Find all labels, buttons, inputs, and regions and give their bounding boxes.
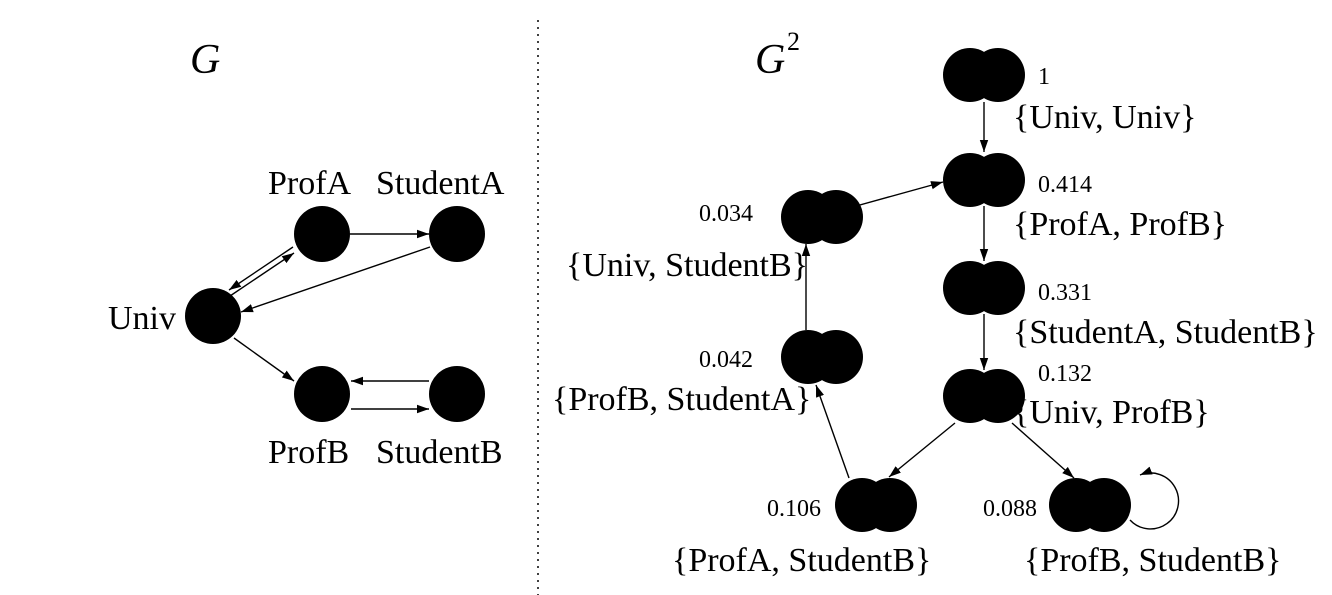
label-univ-studentb: {Univ, StudentB} [566, 247, 808, 284]
label-univ: Univ [108, 300, 176, 337]
label-profa-studentb: {ProfA, StudentB} [672, 542, 931, 579]
node-profa [294, 206, 350, 262]
label-profb: ProfB [268, 434, 349, 471]
edge-univprofb-profastudentb [888, 422, 956, 478]
score-univ-profb: 0.132 [1038, 361, 1092, 387]
right-graph-title: G [755, 37, 785, 83]
edge-univ-profb [233, 337, 295, 382]
node-profb-studentb [1049, 478, 1131, 532]
node-univ-univ [943, 48, 1025, 102]
node-profa-profb [943, 153, 1025, 207]
score-studenta-studentb: 0.331 [1038, 280, 1092, 306]
node-profb [294, 366, 350, 422]
score-profb-studenta: 0.042 [699, 347, 753, 373]
score-univ-studentb: 0.034 [699, 201, 753, 227]
left-graph-title: G [190, 37, 220, 83]
node-studenta-studentb [943, 261, 1025, 315]
label-studenta-studentb: {StudentA, StudentB} [1013, 314, 1318, 351]
node-profa-studentb [835, 478, 917, 532]
label-profa-profb: {ProfA, ProfB} [1013, 206, 1227, 243]
label-profb-studenta: {ProfB, StudentA} [552, 381, 811, 418]
score-profb-studentb: 0.088 [983, 496, 1037, 522]
label-profb-studentb: {ProfB, StudentB} [1024, 542, 1281, 579]
left-graph-edges [228, 229, 431, 414]
score-profa-profb: 0.414 [1038, 172, 1092, 198]
node-studentb [429, 366, 485, 422]
score-univ-univ: 1 [1038, 64, 1050, 90]
node-univ-profb [943, 369, 1025, 423]
edge-profastudentb-profbstudenta [815, 384, 850, 479]
label-studentb: StudentB [376, 434, 503, 471]
node-univ [185, 288, 241, 344]
edge-univprofb-profbstudentb [1011, 422, 1075, 479]
node-univ-studentb [781, 190, 863, 244]
node-studenta [429, 206, 485, 262]
right-graph-edges [801, 102, 1180, 530]
edge-studenta-univ [240, 246, 431, 313]
label-studenta: StudentA [376, 165, 505, 202]
edge-univ-profa [229, 252, 295, 297]
edge-profbstudentb-selfloop [1129, 466, 1180, 530]
label-univ-univ: {Univ, Univ} [1013, 99, 1196, 136]
edge-univstudentb-profaprofb [848, 181, 944, 209]
right-graph-title-superscript: 2 [787, 27, 800, 56]
label-univ-profb: {Univ, ProfB} [1013, 394, 1210, 431]
label-profa: ProfA [268, 165, 352, 202]
score-profa-studentb: 0.106 [767, 496, 821, 522]
node-profb-studenta [781, 330, 863, 384]
edge-profa-univ [228, 246, 294, 291]
